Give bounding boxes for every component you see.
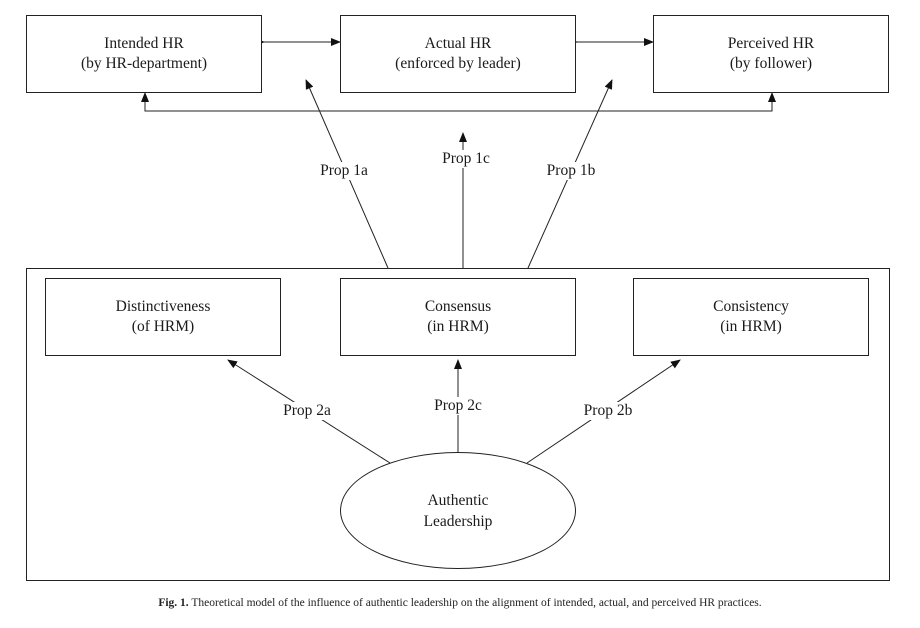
prop-2c-label: Prop 2c xyxy=(431,397,485,415)
figure-caption: Fig. 1. Theoretical model of the influen… xyxy=(0,597,920,609)
figure-label: Fig. 1. xyxy=(158,597,189,609)
prop-1a-label: Prop 1a xyxy=(317,162,371,180)
leadership-line1: Authentic xyxy=(427,491,489,509)
consensus-title: Consensus xyxy=(424,298,492,315)
perceived-hr-box: Perceived HR (by follower) xyxy=(653,15,889,93)
actual-hr-subtitle: (enforced by leader) xyxy=(395,55,521,72)
distinctiveness-box: Distinctiveness (of HRM) xyxy=(45,278,281,356)
prop-2a-label: Prop 2a xyxy=(280,402,334,420)
prop-2b-label: Prop 2b xyxy=(580,402,636,420)
consensus-box: Consensus (in HRM) xyxy=(340,278,576,356)
consistency-title: Consistency xyxy=(713,298,789,315)
intended-hr-box: Intended HR (by HR-department) xyxy=(26,15,262,93)
prop-1c-label: Prop 1c xyxy=(439,150,493,168)
perceived-hr-title: Perceived HR xyxy=(727,35,815,52)
intended-hr-subtitle: (by HR-department) xyxy=(80,55,208,72)
consensus-subtitle: (in HRM) xyxy=(427,318,489,335)
connector-bracket xyxy=(144,96,773,112)
figure-caption-text: Theoretical model of the influence of au… xyxy=(191,597,762,609)
prop-1b-label: Prop 1b xyxy=(543,162,599,180)
authentic-leadership-ellipse: Authentic Leadership xyxy=(340,452,576,569)
actual-hr-title: Actual HR xyxy=(424,35,492,52)
actual-hr-box: Actual HR (enforced by leader) xyxy=(340,15,576,93)
hr-system-frame xyxy=(26,268,890,581)
leadership-line2: Leadership xyxy=(423,512,493,530)
consistency-subtitle: (in HRM) xyxy=(720,318,782,335)
distinctiveness-subtitle: (of HRM) xyxy=(131,318,195,335)
perceived-hr-subtitle: (by follower) xyxy=(729,55,813,72)
intended-hr-title: Intended HR xyxy=(104,35,184,52)
distinctiveness-title: Distinctiveness xyxy=(115,298,211,315)
consistency-box: Consistency (in HRM) xyxy=(633,278,869,356)
